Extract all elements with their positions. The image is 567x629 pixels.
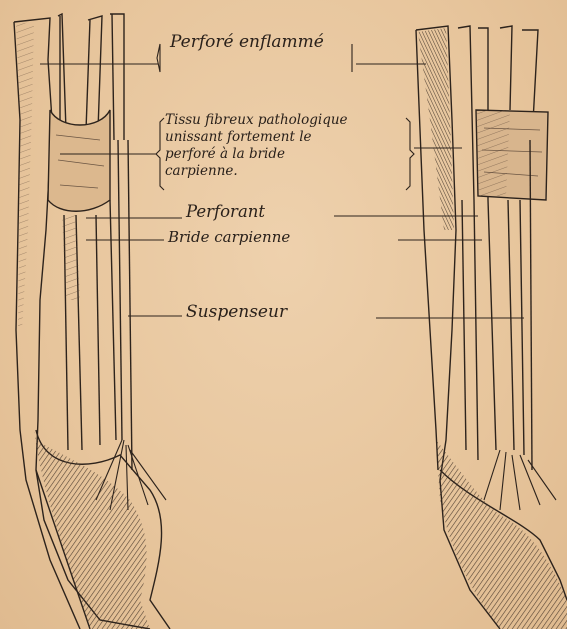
label-tissu-line: unissant fortement le xyxy=(165,129,415,146)
label-tissu-line: Tissu fibreux pathologique xyxy=(165,112,415,129)
label-bride-carpienne: Bride carpienne xyxy=(168,230,290,245)
label-perfore-enflamme: Perforé enflammé xyxy=(170,34,324,51)
right-lower-shading xyxy=(436,440,567,629)
label-suspenseur: Suspenseur xyxy=(186,304,287,321)
label-tissu-line: perforé à la bride xyxy=(165,146,415,163)
label-perforant: Perforant xyxy=(186,204,265,221)
label-tissu-fibreux: Tissu fibreux pathologique unissant fort… xyxy=(165,112,415,180)
right-fibrous-shading xyxy=(476,110,510,196)
label-tissu-line: carpienne. xyxy=(165,163,415,180)
